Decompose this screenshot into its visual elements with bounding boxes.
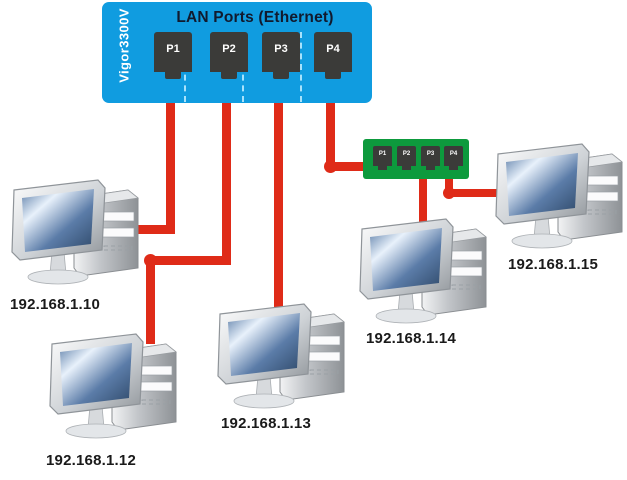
- cable-router-p3-vertical: [274, 70, 283, 320]
- ethernet-switch[interactable]: P1 P2 P3 P4: [363, 139, 469, 179]
- cable-junction-dot-p2: [144, 254, 157, 267]
- cable-router-p4-horizontal: [330, 162, 378, 171]
- cable-router-p1-horizontal: [130, 225, 170, 234]
- switch-port-p1[interactable]: P1: [373, 146, 392, 170]
- cable-router-p1-vertical: [166, 70, 175, 234]
- cable-junction-dot-p4: [324, 160, 337, 173]
- router-port-p1[interactable]: P1: [154, 32, 192, 79]
- ip-label-192-168-1-14: 192.168.1.14: [366, 330, 456, 347]
- cable-router-p2-dropdown: [146, 256, 155, 344]
- cable-switch-p4-horizontal: [447, 189, 510, 197]
- rj45-tab-icon: [221, 72, 237, 79]
- ip-label-192-168-1-12: 192.168.1.12: [46, 452, 136, 469]
- cable-router-p4-vertical: [326, 70, 335, 166]
- computer-192-168-1-13[interactable]: [212, 300, 352, 415]
- cable-router-p2-vertical: [222, 70, 231, 260]
- router-port-p4[interactable]: P4: [314, 32, 352, 79]
- cable-router-p2-horizontal: [146, 256, 231, 265]
- switch-port-p2[interactable]: P2: [397, 146, 416, 170]
- switch-port-p3-label: P3: [426, 151, 435, 157]
- computer-192-168-1-14[interactable]: [354, 215, 494, 330]
- cable-switch-p4-vertical: [445, 166, 453, 194]
- router-lan-ports-title: LAN Ports (Ethernet): [176, 9, 334, 26]
- switch-port-p2-label: P2: [402, 151, 411, 157]
- rj45-tab-icon: [378, 166, 387, 170]
- rj45-tab-icon: [449, 166, 458, 170]
- router-port-p3[interactable]: P3: [262, 32, 300, 79]
- router-port-p1-label: P1: [166, 43, 180, 55]
- rj45-tab-icon: [402, 166, 411, 170]
- ip-label-192-168-1-10: 192.168.1.10: [10, 296, 100, 313]
- router-port-p4-label: P4: [326, 43, 340, 55]
- computer-192-168-1-12[interactable]: [44, 330, 184, 445]
- router-vigor3300v[interactable]: Vigor3300V LAN Ports (Ethernet) P1 P2 P3…: [102, 2, 372, 103]
- ip-label-192-168-1-15: 192.168.1.15: [508, 256, 598, 273]
- switch-port-p3[interactable]: P3: [421, 146, 440, 170]
- rj45-tab-icon: [426, 166, 435, 170]
- router-port-p2-label: P2: [222, 43, 236, 55]
- switch-port-p4-label: P4: [449, 151, 458, 157]
- rj45-tab-icon: [325, 72, 341, 79]
- cable-junction-dot-switch-p4: [443, 187, 455, 199]
- computer-192-168-1-15[interactable]: [490, 140, 627, 255]
- switch-port-p1-label: P1: [378, 151, 387, 157]
- computer-192-168-1-10[interactable]: [6, 176, 146, 291]
- router-port-p2[interactable]: P2: [210, 32, 248, 79]
- ip-label-192-168-1-13: 192.168.1.13: [221, 415, 311, 432]
- cable-switch-p3-vertical: [419, 166, 427, 238]
- rj45-tab-icon: [165, 72, 181, 79]
- switch-port-p4[interactable]: P4: [444, 146, 463, 170]
- rj45-tab-icon: [273, 72, 289, 79]
- port-divider-3: [300, 32, 302, 102]
- router-port-p3-label: P3: [274, 43, 288, 55]
